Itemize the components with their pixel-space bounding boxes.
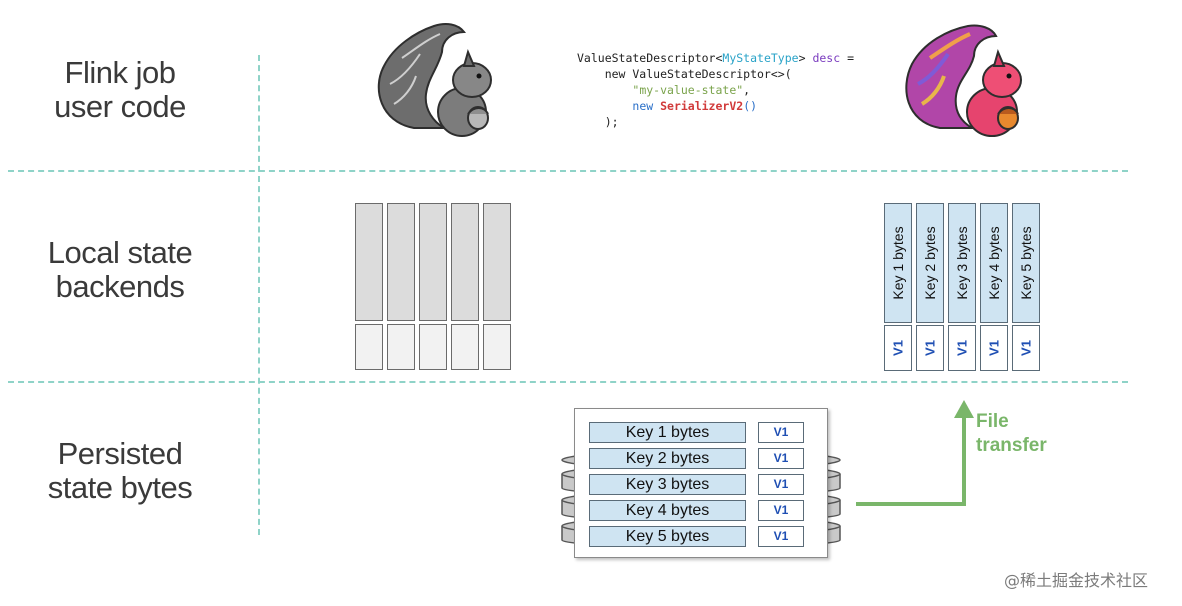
- backend-key-column: Key 1 bytes: [884, 203, 912, 323]
- file-transfer-line: File: [976, 411, 1009, 432]
- grey-value-cell: [451, 324, 479, 370]
- backend-value-cell: V1: [948, 325, 976, 371]
- grey-key-column: [419, 203, 447, 321]
- row-label-line: Local state: [47, 235, 193, 270]
- grey-value-cell: [387, 324, 415, 370]
- code-line-5: );: [577, 115, 619, 129]
- backend-key-column: Key 5 bytes: [1012, 203, 1040, 323]
- grey-key-column: [387, 203, 415, 321]
- backend-key-column: Key 3 bytes: [948, 203, 976, 323]
- grey-value-cell: [483, 324, 511, 370]
- grey-key-column: [355, 203, 383, 321]
- row-label-user-code: Flink job user code: [20, 56, 220, 124]
- backend-value-cell: V1: [1012, 325, 1040, 371]
- persisted-value-cell: V1: [758, 474, 804, 495]
- backend-value-cell: V1: [980, 325, 1008, 371]
- watermark: @稀土掘金技术社区: [1004, 571, 1149, 590]
- file-transfer-label: File transfer: [976, 410, 1047, 458]
- persisted-key-row: Key 3 bytes: [589, 474, 746, 495]
- backend-value-cell: V1: [916, 325, 944, 371]
- row-label-backends: Local state backends: [20, 236, 220, 304]
- code-line-1: ValueStateDescriptor<MyStateType> desc =: [577, 51, 854, 65]
- persisted-key-row: Key 1 bytes: [589, 422, 746, 443]
- grey-value-cell: [355, 324, 383, 370]
- persisted-key-row: Key 5 bytes: [589, 526, 746, 547]
- squirrel-grey-icon: [377, 23, 492, 137]
- grey-value-cell: [419, 324, 447, 370]
- row-label-line: backends: [55, 269, 185, 304]
- grey-key-column: [483, 203, 511, 321]
- vertical-divider: [258, 55, 260, 535]
- backend-key-column: Key 2 bytes: [916, 203, 944, 323]
- persisted-value-cell: V1: [758, 500, 804, 521]
- file-transfer-arrow-icon: [856, 400, 974, 506]
- row-label-line: Persisted: [57, 436, 183, 471]
- squirrel-color-icon: [905, 24, 1022, 137]
- code-line-2: new ValueStateDescriptor<>(: [577, 67, 792, 81]
- backend-value-cell: V1: [884, 325, 912, 371]
- row-divider-bottom: [8, 381, 1128, 383]
- file-transfer-line: transfer: [976, 435, 1047, 456]
- persisted-value-cell: V1: [758, 422, 804, 443]
- row-label-line: state bytes: [47, 470, 193, 505]
- backend-key-column: Key 4 bytes: [980, 203, 1008, 323]
- row-label-line: Flink job: [64, 55, 176, 90]
- code-line-4: new SerializerV2(): [632, 99, 758, 113]
- persisted-key-row: Key 2 bytes: [589, 448, 746, 469]
- persisted-key-row: Key 4 bytes: [589, 500, 746, 521]
- row-label-line: user code: [54, 89, 186, 124]
- persisted-value-cell: V1: [758, 526, 804, 547]
- persisted-value-cell: V1: [758, 448, 804, 469]
- row-label-persisted: Persisted state bytes: [20, 437, 220, 505]
- grey-key-column: [451, 203, 479, 321]
- code-line-3: "my-value-state",: [632, 83, 751, 97]
- code-snippet: ValueStateDescriptor<MyStateType> desc =…: [577, 50, 854, 130]
- row-divider-top: [8, 170, 1128, 172]
